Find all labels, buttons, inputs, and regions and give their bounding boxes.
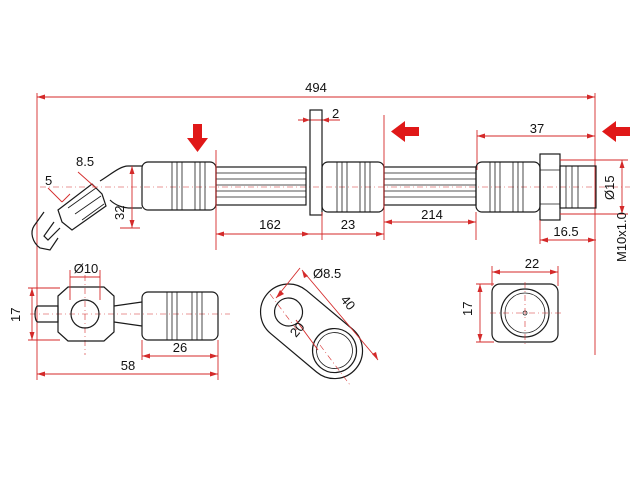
bracket-front-view: [259, 283, 364, 386]
banjo-top-view: [30, 275, 230, 355]
banjo-center-length-label: 58: [121, 358, 135, 373]
hose-segment-dimensions: 162 23 214 16.5: [215, 115, 596, 250]
left-to-bracket-label: 162: [259, 217, 281, 232]
ferrule-length-label: 26: [173, 340, 187, 355]
nut-across-flats-label: 22: [525, 256, 539, 271]
banjo-offset-label: 8.5: [76, 154, 94, 169]
red-arrow-left-middle: [391, 121, 419, 142]
hose-section-left: [215, 166, 307, 206]
bracket-hole-label: Ø8.5: [313, 266, 341, 281]
bracket-thickness-label: 2: [332, 106, 339, 121]
red-arrow-down-left: [187, 124, 208, 152]
nut-height-label: 17: [460, 302, 475, 316]
hose-to-end-label: 214: [421, 207, 443, 222]
nut-end-view: [490, 282, 562, 346]
bracket-side-view: [309, 109, 385, 216]
thread-label: M10x1.0: [614, 212, 629, 262]
bracket-to-hose-label: 23: [341, 217, 355, 232]
banjo-detail-dimensions: 5 8.5 32: [45, 154, 140, 229]
right-end-label: 37: [530, 121, 544, 136]
nut-end-dimensions: 22 17: [460, 256, 559, 343]
overall-length-label: 494: [305, 80, 327, 95]
right-fitting: [475, 153, 597, 221]
banjo-hole-label: Ø10: [74, 261, 99, 276]
fitting-diameter-label: Ø15: [602, 175, 617, 200]
banjo-top-dimensions: Ø10 17 26 58: [8, 261, 219, 380]
right-end-dimension: 37: [476, 121, 595, 170]
fitting-diameter-dimension: Ø15 M10x1.0: [560, 159, 629, 262]
banjo-width-label: 17: [8, 308, 23, 322]
red-arrow-left-right: [602, 121, 630, 142]
nut-length-label: 16.5: [553, 224, 578, 239]
banjo-radius-label: 5: [45, 173, 52, 188]
bracket-length-label: 40: [338, 292, 359, 313]
overall-length-dimension: 494: [36, 80, 596, 380]
hose-section-right: [383, 166, 477, 206]
banjo-height-label: 32: [112, 206, 127, 220]
bracket-width-label: 20: [287, 319, 308, 340]
